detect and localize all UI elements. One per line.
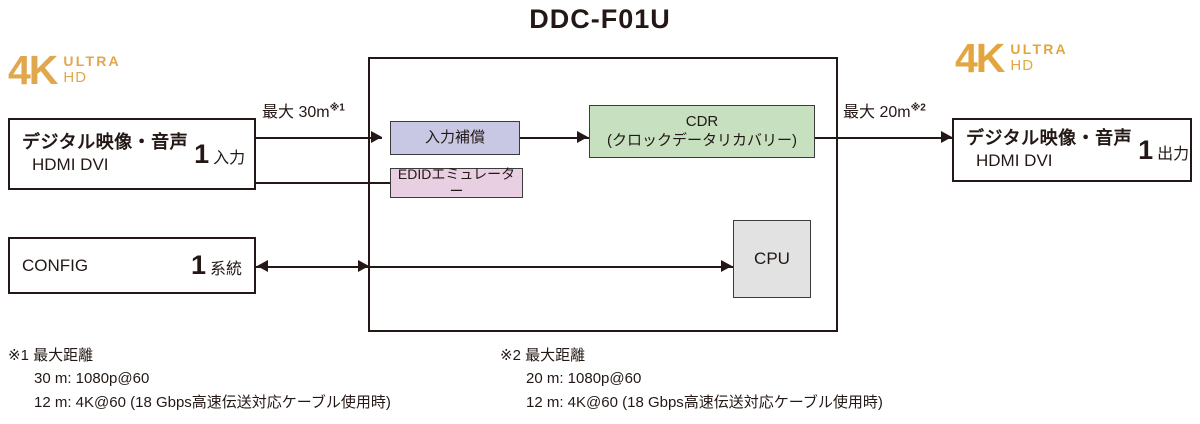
- logo-ultra-text: ULTRA: [1010, 41, 1068, 58]
- config-count-unit: 系統: [209, 261, 242, 278]
- config-count-number: 1: [190, 250, 206, 280]
- block-cdr-line2: (クロックデータリカバリー): [607, 131, 797, 149]
- arrowhead-cdr-to-output-icon: [941, 131, 952, 143]
- distance-label-output-note: ※2: [910, 102, 926, 114]
- block-input-compensation: 入力補償: [390, 121, 520, 155]
- output-count-unit: 出力: [1157, 145, 1190, 163]
- footnote-2-line-1: 20 m: 1080p@60: [526, 370, 642, 388]
- input-count-number: 1: [194, 138, 210, 169]
- connector-input-to-compensation: [256, 137, 382, 139]
- arrowhead-to-cpu-icon: [721, 260, 732, 272]
- ultra-hd-4k-logo-input: 4K ULTRA HD: [8, 50, 121, 91]
- block-cdr-text: CDR (クロックデータリカバリー): [607, 113, 797, 151]
- logo-hd-text: HD: [1010, 56, 1035, 74]
- output-count-number: 1: [1138, 134, 1154, 165]
- arrowhead-input-to-compensation-icon: [371, 131, 382, 143]
- block-input-compensation-label: 入力補償: [424, 128, 485, 146]
- connector-compensation-to-cdr: [520, 137, 589, 139]
- footnote-1-line-2: 12 m: 4K@60 (18 Gbps高速伝送対応ケーブル使用時): [34, 393, 391, 411]
- logo-4k-text: 4K: [8, 47, 58, 93]
- input-box-subtitle: HDMI DVI: [32, 155, 109, 175]
- config-box: CONFIG 1 系統: [8, 237, 256, 294]
- input-box-title: デジタル映像・音声: [22, 131, 189, 152]
- footnote-1: ※1 最大距離 30 m: 1080p@60 12 m: 4K@60 (18 G…: [8, 344, 391, 414]
- footnote-2-heading: ※2 最大距離: [500, 347, 586, 364]
- footnote-1-line-1: 30 m: 1080p@60: [34, 370, 150, 388]
- output-box-title: デジタル映像・音声: [966, 127, 1133, 148]
- footnote-2-line-2: 12 m: 4K@60 (18 Gbps高速伝送対応ケーブル使用時): [526, 393, 883, 411]
- distance-label-output: 最大 20m※2: [843, 98, 926, 122]
- digital-video-audio-output-box: デジタル映像・音声 HDMI DVI 1 出力: [952, 118, 1192, 182]
- logo-4k-text: 4K: [955, 35, 1005, 81]
- distance-label-input-note: ※1: [329, 102, 345, 114]
- config-count: 1 系統: [185, 250, 242, 281]
- output-box-subtitle: HDMI DVI: [976, 151, 1053, 171]
- block-edid-emulator: EDIDエミュレーター: [390, 165, 523, 200]
- block-edid-emulator-label: EDIDエミュレーター: [397, 165, 516, 200]
- footnote-2: ※2 最大距離 20 m: 1080p@60 12 m: 4K@60 (18 G…: [500, 344, 883, 414]
- arrowhead-compensation-to-cdr-icon: [577, 131, 588, 143]
- connector-cdr-to-output: [815, 137, 954, 139]
- distance-label-input-text: 最大 30m: [262, 104, 330, 121]
- footnote-1-heading: ※1 最大距離: [8, 347, 94, 364]
- digital-video-audio-input-box: デジタル映像・音声 HDMI DVI 1 入力: [8, 118, 256, 190]
- config-label: CONFIG: [22, 255, 89, 275]
- block-cdr-line1: CDR: [685, 112, 719, 130]
- input-count-unit: 入力: [213, 149, 246, 167]
- ultra-hd-4k-logo-output: 4K ULTRA HD: [955, 38, 1068, 79]
- page-title: DDC-F01U: [529, 4, 671, 34]
- output-box-count: 1 出力: [1132, 135, 1189, 166]
- block-cdr: CDR (クロックデータリカバリー): [589, 105, 815, 158]
- logo-ultra-text: ULTRA: [63, 53, 121, 70]
- connector-config-to-cpu: [256, 266, 735, 268]
- block-cpu: CPU: [733, 220, 811, 298]
- block-cpu-label: CPU: [754, 249, 790, 269]
- logo-hd-text: HD: [63, 68, 88, 86]
- input-box-count: 1 入力: [188, 139, 245, 170]
- arrowhead-to-config-icon: [257, 260, 268, 272]
- distance-label-input: 最大 30m※1: [262, 98, 345, 122]
- arrowhead-into-chassis-icon: [358, 260, 369, 272]
- distance-label-output-text: 最大 20m: [843, 104, 911, 121]
- connector-input-to-edid: [256, 182, 392, 184]
